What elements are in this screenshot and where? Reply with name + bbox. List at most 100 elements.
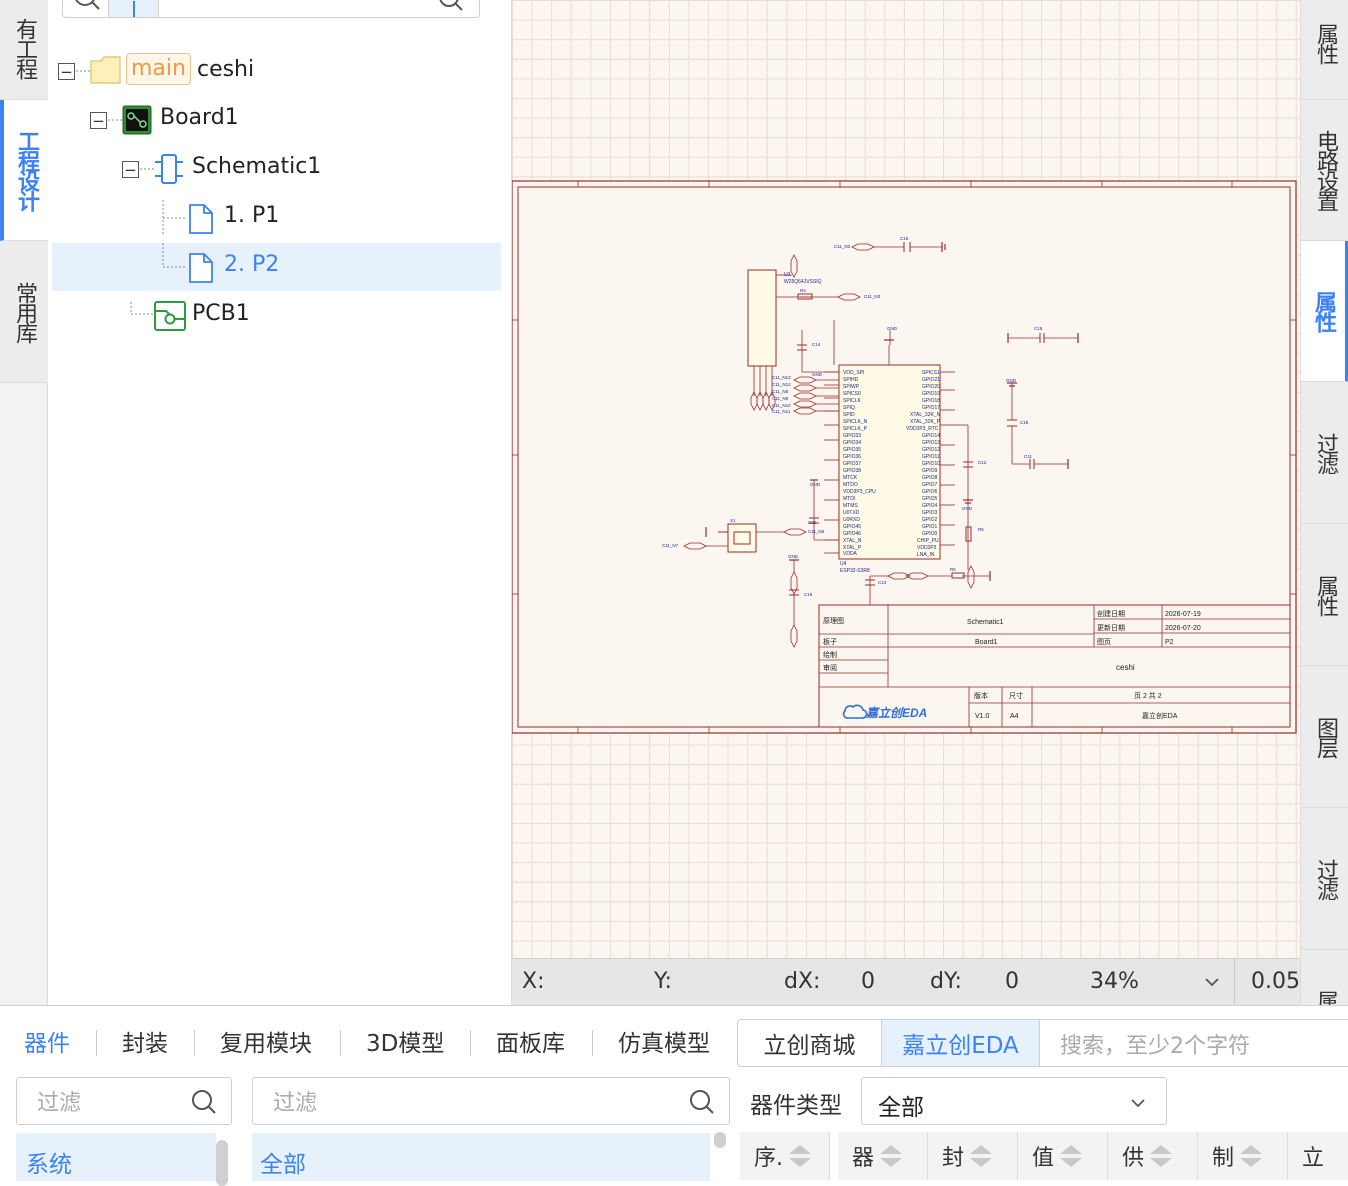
- category-scrollbar[interactable]: [216, 1140, 228, 1186]
- category-type-select[interactable]: 全部: [861, 1077, 1167, 1125]
- column-header-lcsc[interactable]: 立: [1288, 1132, 1348, 1180]
- svg-text:VDD_SPI: VDD_SPI: [843, 370, 864, 376]
- tab-circuit-settings[interactable]: 电路设置: [1301, 100, 1348, 241]
- svg-text:GND: GND: [962, 506, 973, 511]
- flash-ref-label: U3: [784, 272, 791, 278]
- category-filter-input[interactable]: 过滤: [16, 1077, 232, 1125]
- tree-connector: [162, 243, 186, 268]
- subcategory-scrollbar[interactable]: [714, 1132, 726, 1148]
- category-type-value: 全部: [878, 1095, 924, 1121]
- collapse-icon[interactable]: −: [90, 112, 107, 129]
- tb-company: 嘉立创EDA: [1142, 711, 1178, 720]
- tree-item-board[interactable]: − Board1: [52, 96, 501, 144]
- flash-part-label: W25Q64JVSSIQ: [784, 279, 822, 285]
- tab-properties-active[interactable]: 属性: [1301, 241, 1348, 382]
- tab-layers[interactable]: 图层: [1301, 666, 1348, 808]
- tree-item-schematic[interactable]: − Schematic1: [52, 145, 501, 193]
- tb-updated-label: 更新日期: [1097, 623, 1125, 632]
- svg-text:GND: GND: [1006, 378, 1017, 383]
- tree-item-page-2[interactable]: 2. P2: [52, 243, 501, 291]
- column-header-footprint[interactable]: 封: [928, 1132, 1018, 1180]
- svg-text:VDD3P3_CPU: VDD3P3_CPU: [843, 489, 876, 495]
- tree-item-page-1[interactable]: 1. P1: [52, 194, 501, 242]
- svg-text:GPIO11: GPIO11: [922, 454, 940, 460]
- search-icon: [439, 0, 463, 11]
- search-icon: [690, 1090, 714, 1114]
- tab-reuse-blocks[interactable]: 复用模块: [220, 1031, 312, 1057]
- tab-common-library[interactable]: 常用库: [0, 241, 48, 383]
- tree-connector: [108, 119, 122, 121]
- tb-drawn-label: 绘制: [823, 650, 837, 659]
- svg-text:GPIO0: GPIO0: [922, 531, 938, 537]
- tree-search-button[interactable]: [63, 0, 109, 17]
- collapse-icon[interactable]: −: [58, 63, 75, 80]
- tab-filter-2[interactable]: 过滤: [1301, 808, 1348, 950]
- y-label: Y:: [654, 969, 672, 994]
- source-jlc-label: 嘉立创EDA: [902, 1033, 1019, 1059]
- column-header-index[interactable]: 序.: [740, 1132, 830, 1180]
- svg-text:GPIO33: GPIO33: [843, 433, 861, 439]
- svg-text:C14: C14: [812, 342, 821, 347]
- chevron-down-icon: [1205, 978, 1219, 987]
- tree-item-project[interactable]: − main ceshi: [52, 47, 501, 95]
- tab-3d-models[interactable]: 3D模型: [366, 1031, 445, 1057]
- svg-text:GPIO46: GPIO46: [843, 531, 861, 537]
- zoom-select[interactable]: 34%: [1074, 959, 1234, 1006]
- source-jlc-button[interactable]: 嘉立创EDA: [882, 1020, 1040, 1066]
- svg-text:GPIO14: GPIO14: [922, 433, 940, 439]
- column-header-manufacturer[interactable]: 制: [1198, 1132, 1288, 1180]
- project-name: ceshi: [196, 56, 255, 82]
- tab-properties-top[interactable]: 属性: [1301, 0, 1348, 100]
- tree-connector: [130, 302, 154, 315]
- svg-text:C15: C15: [1034, 326, 1043, 331]
- tab-panel-library[interactable]: 面板库: [496, 1031, 565, 1057]
- svg-text:C11_N9: C11_N9: [772, 396, 789, 401]
- tree-filter-search-button[interactable]: [429, 0, 469, 17]
- svg-text:R5: R5: [978, 527, 984, 532]
- tab-properties-2[interactable]: 属性: [1301, 524, 1348, 666]
- tree-item-pcb[interactable]: PCB1: [52, 292, 501, 340]
- tb-created-label: 创建日期: [1097, 609, 1125, 618]
- svg-text:C19: C19: [804, 592, 813, 597]
- tab-project-design-label: 工程设计: [14, 130, 39, 210]
- logo-text: 嘉立创EDA: [865, 706, 927, 720]
- tab-components[interactable]: 器件: [24, 1031, 70, 1057]
- tab-filter[interactable]: 过滤: [1301, 382, 1348, 524]
- subcategory-filter-input[interactable]: 过滤: [252, 1077, 730, 1125]
- svg-text:XTAL_32K_P: XTAL_32K_P: [910, 419, 941, 425]
- svg-text:U0RXD: U0RXD: [843, 517, 860, 523]
- column-header-supplier[interactable]: 供: [1108, 1132, 1198, 1180]
- svg-text:C11_N8: C11_N8: [772, 389, 789, 394]
- category-list-item-system[interactable]: 系统: [16, 1133, 216, 1181]
- schematic-icon: [155, 154, 183, 184]
- chevron-down-icon: [1131, 1099, 1145, 1108]
- tree-locate-button[interactable]: [109, 0, 159, 17]
- svg-text:GPIO19: GPIO19: [922, 391, 940, 397]
- svg-text:GPIO36: GPIO36: [843, 454, 861, 460]
- collapse-icon[interactable]: −: [122, 161, 139, 178]
- tb-page-count: 页 2 共 2: [1134, 691, 1162, 700]
- column-header-device[interactable]: 器: [838, 1132, 928, 1180]
- svg-text:C20: C20: [808, 520, 817, 525]
- svg-text:SPICS1: SPICS1: [922, 370, 940, 376]
- source-lcsc-button[interactable]: 立创商城: [738, 1020, 882, 1066]
- svg-text:GPIO21: GPIO21: [922, 377, 940, 383]
- tab-sim-models[interactable]: 仿真模型: [618, 1031, 710, 1057]
- tab-project-design[interactable]: 工程设计: [0, 100, 48, 241]
- column-header-value[interactable]: 值: [1018, 1132, 1108, 1180]
- column-label: 供: [1122, 1146, 1145, 1171]
- svg-text:XTAL_P: XTAL_P: [843, 545, 862, 551]
- tab-all-projects[interactable]: 有工程: [0, 0, 48, 100]
- svg-text:C12: C12: [978, 460, 987, 465]
- title-block: 原理图 Schematic1 板子 Board1 绘制 审阅 创建日期 2026…: [818, 604, 1291, 728]
- x-label: X:: [522, 969, 545, 994]
- svg-text:VDDA: VDDA: [843, 551, 858, 557]
- tab-footprints[interactable]: 封装: [122, 1031, 168, 1057]
- page-icon: [189, 204, 213, 234]
- pcb-icon: [154, 301, 186, 331]
- subcategory-list-item-all[interactable]: 全部: [252, 1133, 710, 1181]
- library-search-input[interactable]: 搜索，至少2个字符: [1060, 1028, 1250, 1060]
- svg-text:GPIO37: GPIO37: [843, 461, 861, 467]
- grid-size-field[interactable]: 0.05: [1234, 959, 1300, 1006]
